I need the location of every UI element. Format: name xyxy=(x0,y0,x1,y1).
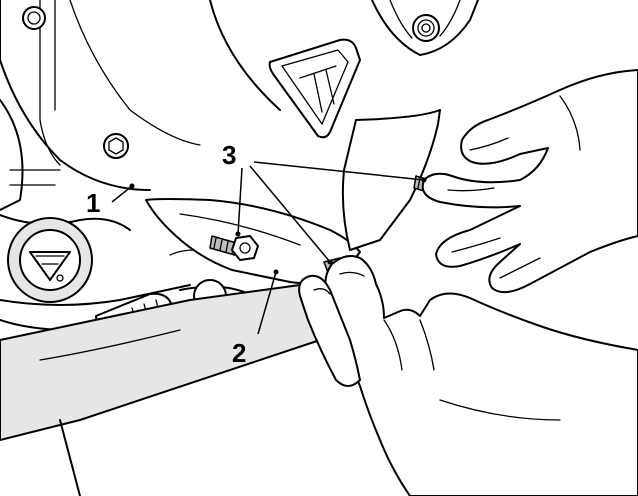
engine-casing xyxy=(0,0,479,306)
upper-hand-icon xyxy=(421,69,638,294)
frame-rail xyxy=(0,284,331,496)
upper-cover-panel xyxy=(341,109,441,251)
engine-cover-logo-icon xyxy=(268,38,361,139)
bolt-icon-left xyxy=(209,235,259,261)
oil-filler-cap xyxy=(7,217,93,303)
callout-label-1: 1 xyxy=(86,188,100,218)
lower-hand-icon xyxy=(298,255,638,496)
callout-label-2: 2 xyxy=(232,338,246,368)
callout-label-3: 3 xyxy=(222,140,236,170)
leader-lines xyxy=(111,161,427,335)
